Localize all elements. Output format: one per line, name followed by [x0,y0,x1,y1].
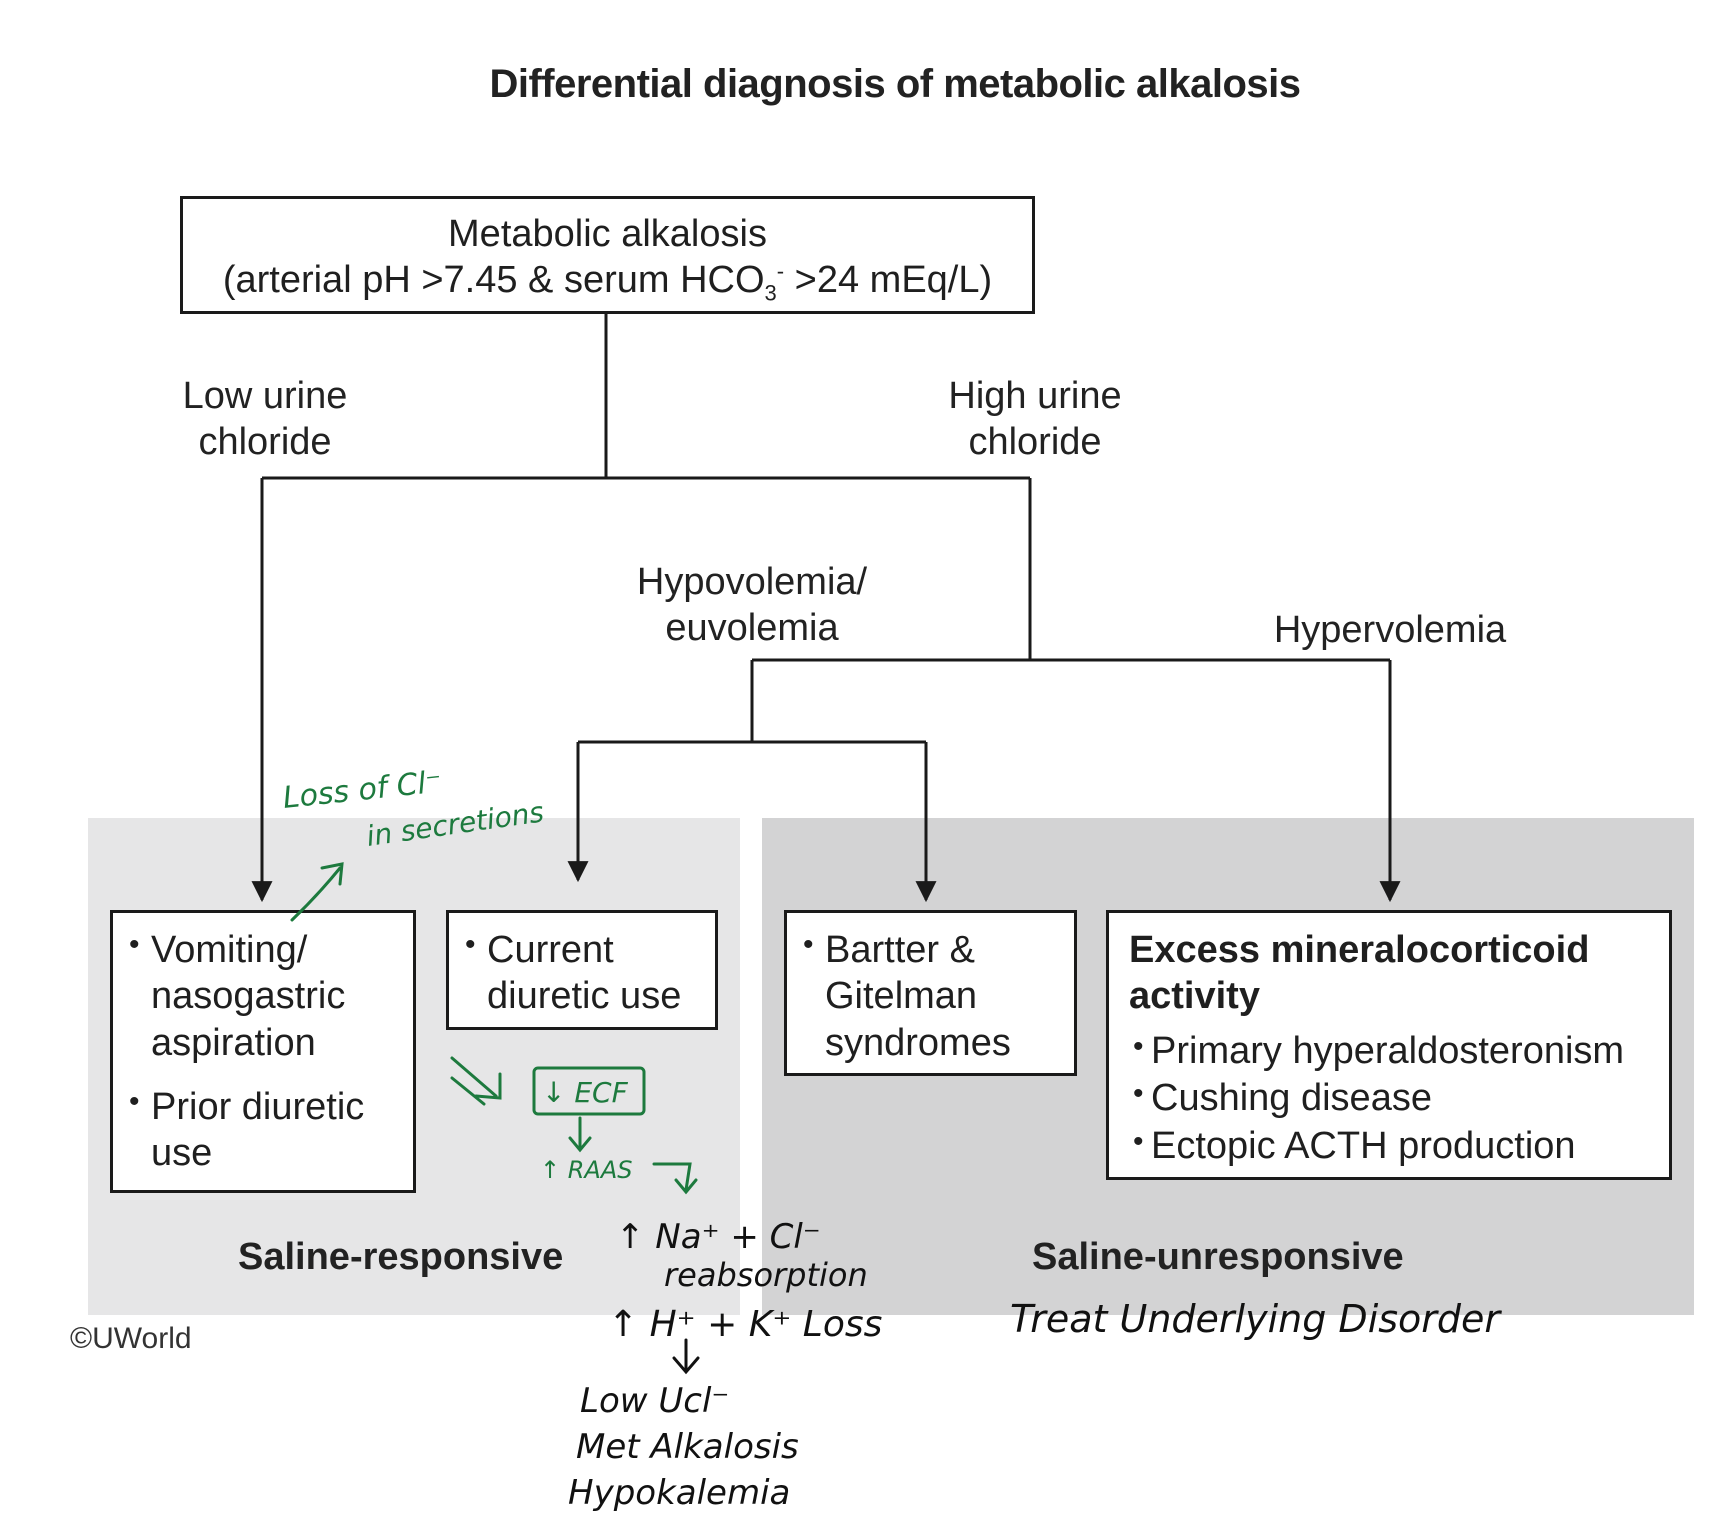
high-chloride-label: High urine chloride [920,374,1150,465]
high-chloride-line1: High urine [948,375,1122,417]
raas-text: ↑ RAAS [540,1156,632,1184]
ecf-box [532,1066,646,1116]
bartter-item: Bartter & Gitelman syndromes [799,927,1066,1066]
vomiting-box: Vomiting/ nasogastric aspiration Prior d… [110,910,416,1193]
metabolic-alkalosis-box: Metabolic alkalosis (arterial pH >7.45 &… [180,196,1035,314]
ecf-diagonal-arrow [450,1056,502,1106]
current-diuretic-box: Current diuretic use [446,910,718,1030]
root-line1: Metabolic alkalosis [448,213,767,255]
hypervolemia-label: Hypervolemia [1273,609,1507,651]
root-line2-pre: (arterial pH >7.45 & serum HCO [222,259,765,302]
secretions-arrow [290,862,344,922]
loss-cl-line1: Loss of Cl⁻ [281,764,443,815]
saline-responsive-label: Saline-responsive [238,1236,564,1278]
hypovolemia-line1: Hypovolemia/ [636,561,868,603]
copyright-text: ©UWorld [70,1322,192,1355]
root-line2-sup: - [776,258,785,284]
mineralocorticoid-heading: Excess mineralocorticoid activity [1129,929,1590,1018]
mineralocorticoid-box: Excess mineralocorticoid activity Primar… [1106,910,1672,1180]
loss-hk-text: ↑ H⁺ + K⁺ Loss [608,1304,882,1345]
low-chloride-line2: chloride [198,420,332,463]
ectopic-acth-item: Ectopic ACTH production [1129,1123,1659,1171]
hypok-text: Hypokalemia [568,1473,790,1513]
ecf-down-arrow [568,1116,592,1153]
met-alk-text: Met Alkalosis [576,1427,799,1467]
root-line2-post: >24 mEq/L) [784,259,993,302]
low-ucl-text: Low Ucl⁻ [580,1381,729,1421]
vomiting-item: Vomiting/ nasogastric aspiration [125,927,405,1066]
high-chloride-line2: chloride [968,420,1102,463]
diagram-title: Differential diagnosis of metabolic alka… [489,62,1301,106]
hypovolemia-line2: euvolemia [665,606,839,649]
ecf-text: ↓ ECF [542,1076,629,1109]
prior-diuretic-item: Prior diuretic use [125,1084,405,1177]
root-line2-sub: 3 [764,280,777,306]
low-chloride-label: Low urine chloride [150,374,380,465]
cushing-item: Cushing disease [1129,1075,1659,1123]
hyperaldosteronism-item: Primary hyperaldosteronism [1129,1028,1659,1076]
raas-arrow [652,1162,698,1195]
current-diuretic-item: Current diuretic use [461,927,707,1020]
loss-down-arrow [672,1338,700,1375]
reabs-line1: ↑ Na⁺ + Cl⁻ [616,1217,821,1257]
reabs-line2: reabsorption [664,1256,868,1294]
low-chloride-line1: Low urine [182,375,348,417]
root-line2: (arterial pH >7.45 & serum HCO3- >24 mEq… [183,257,1032,307]
treat-text: Treat Underlying Disorder [1010,1297,1502,1341]
hypovolemia-label: Hypovolemia/ euvolemia [612,560,892,651]
saline-unresponsive-label: Saline-unresponsive [1032,1236,1404,1278]
bartter-box: Bartter & Gitelman syndromes [784,910,1077,1076]
